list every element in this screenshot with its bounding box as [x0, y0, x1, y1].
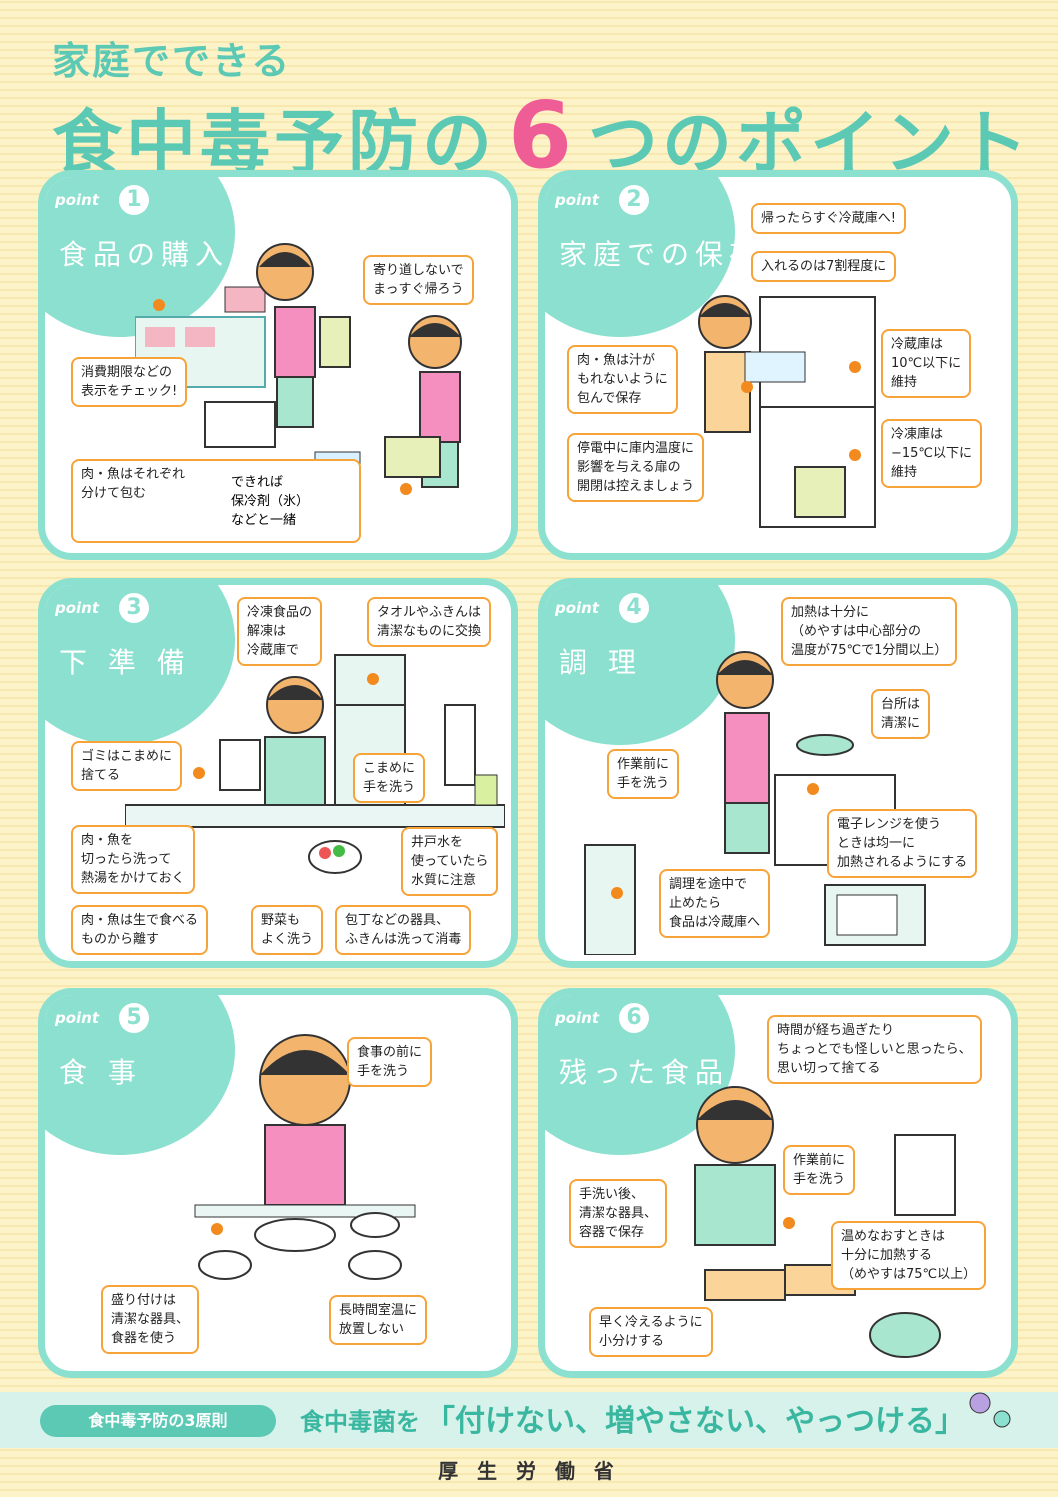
point-number: 1: [119, 185, 149, 215]
note-fridge-immediately: 帰ったらすぐ冷蔵庫へ!: [751, 203, 906, 234]
note-store-clean: 手洗い後、 清潔な器具、 容器で保存: [569, 1179, 668, 1248]
point-label: point: [555, 191, 600, 209]
note-dispose-trash: ゴミはこまめに 捨てる: [71, 741, 183, 791]
panel-point-2: point 2 家庭での保存 帰ったらすぐ冷蔵庫へ! 入れるのは7割程度に 肉・…: [538, 170, 1018, 560]
note-wash-before-eating: 食事の前に 手を洗う: [347, 1037, 433, 1087]
panel-title: 食 事: [59, 1056, 142, 1089]
point-label: point: [55, 1009, 100, 1027]
note-with-ice: できれば 保冷剤（氷） などと一緒: [231, 475, 310, 528]
germ-icon: [969, 1392, 1011, 1428]
note-marker: [153, 299, 165, 311]
panel-title: 家庭での保存: [559, 238, 764, 271]
note-disinfect-tools: 包丁などの器具、 ふきんは洗って消毒: [335, 905, 472, 955]
note-wash-hands: こまめに 手を洗う: [353, 753, 426, 803]
note-marker: [611, 887, 623, 899]
note-wash-after-cutting: 肉・魚を 切ったら洗って 熱湯をかけておく: [71, 825, 195, 894]
note-wash-hands-before: 作業前に 手を洗う: [607, 749, 680, 799]
panel-point-4: point 4 調 理 加熱は十分に （めやすは中心部分の 温度が75℃で1分間…: [538, 578, 1018, 968]
note-pause-cooking: 調理を途中で 止めたら 食品は冷蔵庫へ: [659, 869, 771, 938]
panel-point-3: point 3 下 準 備 冷凍食品の 解凍は 冷蔵庫で タオルやふきんは 清潔…: [38, 578, 518, 968]
note-wash-vegetables: 野菜も よく洗う: [251, 905, 324, 955]
point-number: 5: [119, 1003, 149, 1033]
panel-title: 調 理: [559, 646, 642, 679]
note-marker: [741, 381, 753, 393]
eating-illustration: [194, 1034, 416, 1280]
point-number: 6: [619, 1003, 649, 1033]
slogan-prefix: 食中毒菌を: [300, 1408, 420, 1436]
note-marker: [807, 783, 819, 795]
note-power-outage: 停電中に庫内温度に 影響を与える扉の 開閉は控えましょう: [567, 433, 705, 502]
note-heat-thoroughly: 加熱は十分に （めやすは中心部分の 温度が75℃で1分間以上）: [781, 597, 958, 666]
note-no-room-temp: 長時間室温に 放置しない: [329, 1295, 428, 1345]
note-wrap-meat-fish: 肉・魚は汁が もれないように 包んで保存: [567, 345, 678, 414]
note-freezer-minus15c: 冷凍庫は −15℃以下に 維持: [881, 419, 983, 488]
fridge-illustration: [698, 295, 876, 528]
shopping-illustration: [135, 243, 462, 513]
note-marker: [849, 449, 861, 461]
panel-point-6: point 6 残った食品 時間が経ち過ぎたり ちょっとでも怪しいと思ったら、 …: [538, 988, 1018, 1378]
leftovers-illustration: [694, 1086, 956, 1358]
note-marker: [193, 767, 205, 779]
panel-title: 食品の購入: [59, 238, 230, 271]
point-label: point: [55, 599, 100, 617]
ministry-name: 厚 生 労 働 省: [438, 1459, 620, 1483]
note-clean-utensils: 盛り付けは 清潔な器具、 食器を使う: [101, 1285, 200, 1354]
note-no-detour: 寄り道しないで まっすぐ帰ろう: [363, 255, 474, 305]
note-marker: [849, 361, 861, 373]
note-divide-small: 早く冷えるように 小分けする: [589, 1307, 713, 1357]
note-marker: [783, 1217, 795, 1229]
slogan: 「付けない、増やさない、やっつける」: [425, 1404, 965, 1439]
note-fridge-10c: 冷蔵庫は 10℃以下に 維持: [881, 329, 972, 398]
point-number: 2: [619, 185, 649, 215]
note-marker: [400, 483, 412, 495]
note-fill-70-percent: 入れるのは7割程度に: [751, 251, 897, 282]
note-microwave-evenly: 電子レンジを使う ときは均一に 加熱されるようにする: [827, 809, 978, 878]
panel-point-1: point 1 食品の購入 寄り道しないで まっすぐ帰ろう 消費期限などの 表示…: [38, 170, 518, 560]
note-well-water: 井戸水を 使っていたら 水質に注意: [401, 827, 499, 896]
point-label: point: [555, 599, 600, 617]
note-marker: [211, 1223, 223, 1235]
page-subtitle: 家庭でできる: [52, 39, 292, 83]
note-wash-hands-before-work: 作業前に 手を洗う: [783, 1145, 856, 1195]
note-thaw-in-fridge: 冷凍食品の 解凍は 冷蔵庫で: [237, 597, 323, 666]
panel-point-5: point 5 食 事 食事の前に 手を洗う 盛り付けは 清潔な器具、 食器を使…: [38, 988, 518, 1378]
panel-title: 下 準 備: [59, 646, 191, 679]
note-clean-towels: タオルやふきんは 清潔なものに交換: [367, 597, 492, 647]
note-separate-raw: 肉・魚は生で食べる ものから離す: [71, 905, 209, 955]
note-throw-away: 時間が経ち過ぎたり ちょっとでも怪しいと思ったら、 思い切って捨てる: [767, 1015, 982, 1084]
note-reheat: 温めなおすときは 十分に加熱する （めやすは75℃以上）: [831, 1221, 987, 1290]
principle-label: 食中毒予防の3原則: [40, 1405, 276, 1437]
panel-title: 残った食品: [559, 1056, 730, 1089]
note-marker: [367, 673, 379, 685]
note-wrap-separately: 肉・魚はそれぞれ 分けて包む: [71, 459, 361, 543]
point-number: 3: [119, 593, 149, 623]
point-label: point: [55, 191, 100, 209]
point-label: point: [555, 1009, 600, 1027]
note-clean-kitchen: 台所は 清潔に: [871, 689, 931, 739]
note-check-expiry: 消費期限などの 表示をチェック!: [71, 357, 188, 407]
point-number: 4: [619, 593, 649, 623]
